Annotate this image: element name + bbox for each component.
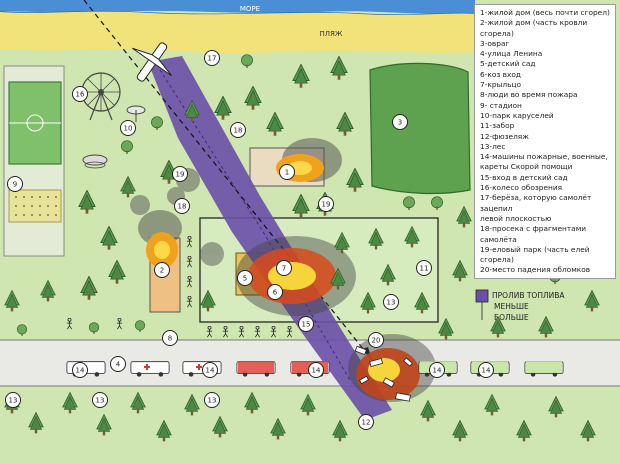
legend-item: 8-люди во время пожара xyxy=(480,90,578,100)
marker-circle xyxy=(154,262,170,278)
marker-label: 6 xyxy=(273,289,278,297)
aircraft-icon xyxy=(132,42,173,82)
marker-circle xyxy=(5,392,21,408)
marker-label: 14 xyxy=(206,367,215,375)
legend-item: левой плоскостью xyxy=(480,213,552,223)
marker-circle xyxy=(308,362,324,378)
marker-label: 4 xyxy=(116,361,121,369)
legend-item: 12-фюзеляж xyxy=(480,131,529,141)
marker-circle xyxy=(202,362,218,378)
ravine xyxy=(369,62,471,195)
sea-label: МОРЕ xyxy=(240,5,260,13)
marker-circle xyxy=(92,392,108,408)
marker-circle xyxy=(318,196,334,212)
marker-label: 11 xyxy=(420,265,429,273)
marker-label: 7 xyxy=(282,265,286,273)
legend-item: 9- стадион xyxy=(480,100,522,110)
marker-label: 14 xyxy=(482,367,491,375)
marker-circle xyxy=(72,86,88,102)
marker-circle xyxy=(392,114,408,130)
legend-item: 4-улица Ленина xyxy=(480,49,543,59)
marker-circle xyxy=(162,330,178,346)
marker-label: 17 xyxy=(208,55,217,63)
debris xyxy=(354,345,413,402)
marker-circle xyxy=(276,260,292,276)
fuel-spill-note: ПРОЛИВ ТОПЛИВА МЕНЬШЕ БОЛЬШЕ xyxy=(475,289,565,322)
fuel-spill-line3: БОЛЬШЕ xyxy=(494,313,529,322)
smoke xyxy=(130,168,224,266)
marker-label: 12 xyxy=(362,419,371,427)
legend-item: 3-овраг xyxy=(480,38,510,48)
marker-label: 9 xyxy=(13,181,17,189)
legend: 1-жилой дом (весь почти сгорел)2-жилой д… xyxy=(474,4,616,279)
marker-circle xyxy=(368,332,384,348)
marker-circle xyxy=(7,176,23,192)
marker-label: 13 xyxy=(208,397,217,405)
marker-circle xyxy=(172,166,188,182)
marker-label: 14 xyxy=(312,367,321,375)
beach xyxy=(0,11,475,54)
marker-label: 16 xyxy=(76,91,85,99)
marker-label: 19 xyxy=(322,201,331,209)
legend-item: 2-жилой дом (часть кровли сгорела) xyxy=(480,18,588,38)
marker-label: 10 xyxy=(124,125,133,133)
marker-label: 18 xyxy=(234,127,243,135)
legend-item: 15-вход в детский сад xyxy=(480,172,568,182)
marker-circle xyxy=(230,122,246,138)
fuel-spill-line2: МЕНЬШЕ xyxy=(494,302,529,311)
legend-item: кареты Скорой помощи xyxy=(480,162,573,172)
marker-circle xyxy=(267,284,283,300)
marker-circle xyxy=(358,414,374,430)
marker-circle xyxy=(204,392,220,408)
fire-zone-house-2 xyxy=(138,210,182,268)
marker-label: 2 xyxy=(160,267,164,275)
marker-circle xyxy=(279,164,295,180)
marker-label: 20 xyxy=(372,337,381,345)
legend-item: 14-машины пожарные, военные, xyxy=(480,152,608,162)
marker-label: 1 xyxy=(285,169,289,177)
legend-item: 13-лес xyxy=(480,141,506,151)
sea xyxy=(0,0,475,15)
marker-circle xyxy=(298,316,314,332)
marker-label: 15 xyxy=(302,321,311,329)
beach-label: ПЛЯЖ xyxy=(320,30,343,38)
marker-label: 5 xyxy=(243,275,247,283)
legend-item: 5-детский сад xyxy=(480,59,536,69)
marker-circle xyxy=(120,120,136,136)
fire-zone-house-1 xyxy=(276,138,342,182)
marker-label: 13 xyxy=(96,397,105,405)
legend-item: 7-крыльцо xyxy=(480,80,521,90)
legend-item: 19-еловый парк (часть елей сгорела) xyxy=(480,244,590,265)
marker-circle xyxy=(478,362,494,378)
legend-item: 17-берёза, которую самолёт зацепил xyxy=(480,193,592,213)
marker-label: 18 xyxy=(178,203,187,211)
marker-label: 3 xyxy=(398,119,402,127)
legend-item: 6-коз вход xyxy=(480,69,521,79)
carousel xyxy=(82,105,146,169)
marker-circle xyxy=(383,294,399,310)
marker-circle xyxy=(174,198,190,214)
marker-circle xyxy=(204,50,220,66)
marker-label: 19 xyxy=(176,171,185,179)
marker-label: 14 xyxy=(76,367,85,375)
flight-trajectory xyxy=(83,0,373,361)
legend-item: 16-колесо обозрения xyxy=(480,183,563,193)
marker-label: 14 xyxy=(433,367,442,375)
legend-item: 11-забор xyxy=(480,121,515,131)
legend-item: 1-жилой дом (весь почти сгорел) xyxy=(480,8,610,17)
marker-circle xyxy=(237,270,253,286)
marker-circle xyxy=(110,356,126,372)
marker-label: 13 xyxy=(9,397,18,405)
marker-circle xyxy=(416,260,432,276)
legend-item: 20-место падения обломков xyxy=(480,265,591,275)
legend-item: 10-парк каруселей xyxy=(480,110,554,120)
marker-label: 8 xyxy=(168,335,172,343)
marker-circle xyxy=(72,362,88,378)
marker-label: 13 xyxy=(387,299,396,307)
legend-item: 18-просека с фрагментами самолёта xyxy=(480,224,587,244)
fuel-spill-line1: ПРОЛИВ ТОПЛИВА xyxy=(492,291,565,300)
marker-circle xyxy=(429,362,445,378)
